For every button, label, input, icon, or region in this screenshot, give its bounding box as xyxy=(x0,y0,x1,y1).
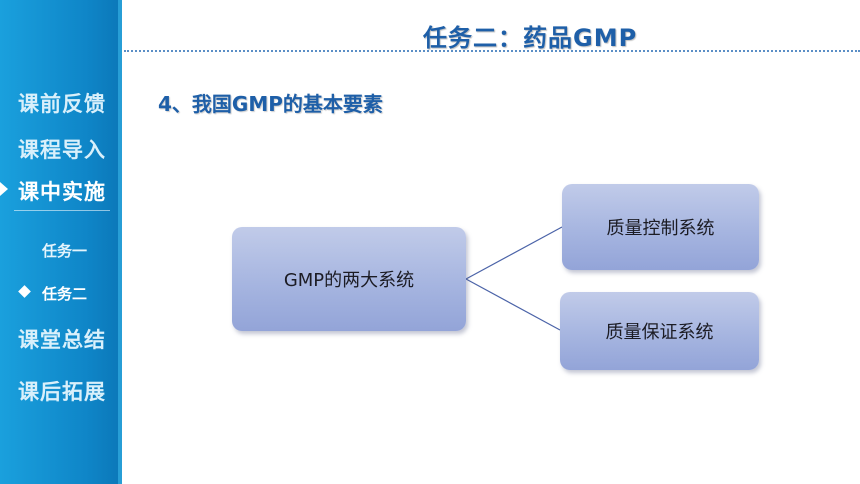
diagram-root-label: GMP的两大系统 xyxy=(283,270,415,291)
sidebar-item-pre-class-feedback[interactable]: 课前反馈 xyxy=(18,92,106,116)
sidebar-divider xyxy=(14,210,110,211)
diagram-node-quality-assurance: 质量保证系统 xyxy=(560,292,759,370)
sidebar-subitem-task-one[interactable]: 任务一 xyxy=(42,242,88,260)
diagram-node-label: 质量保证系统 xyxy=(605,322,714,343)
sidebar: 课前反馈 课程导入 课中实施 任务一 任务二 课堂总结 课后拓展 xyxy=(0,0,122,484)
sidebar-item-extension[interactable]: 课后拓展 xyxy=(18,380,106,404)
section-heading: 4、我国GMP的基本要素 xyxy=(158,92,383,116)
diagram-node-quality-control: 质量控制系统 xyxy=(562,184,759,270)
page-title: 任务二：药品GMP xyxy=(423,24,638,52)
sidebar-item-course-intro[interactable]: 课程导入 xyxy=(18,138,106,162)
sidebar-subitem-task-two[interactable]: 任务二 xyxy=(42,285,88,303)
sidebar-item-in-class[interactable]: 课中实施 xyxy=(18,180,106,204)
diagram-root-node: GMP的两大系统 xyxy=(232,227,466,331)
connector-to-quality-assurance xyxy=(465,278,561,331)
sidebar-item-summary[interactable]: 课堂总结 xyxy=(18,328,106,352)
connector-to-quality-control xyxy=(465,226,563,280)
sidebar-edge xyxy=(118,0,122,484)
diagram-node-label: 质量控制系统 xyxy=(606,218,715,239)
header-divider xyxy=(124,50,860,52)
active-indicator xyxy=(0,168,122,210)
